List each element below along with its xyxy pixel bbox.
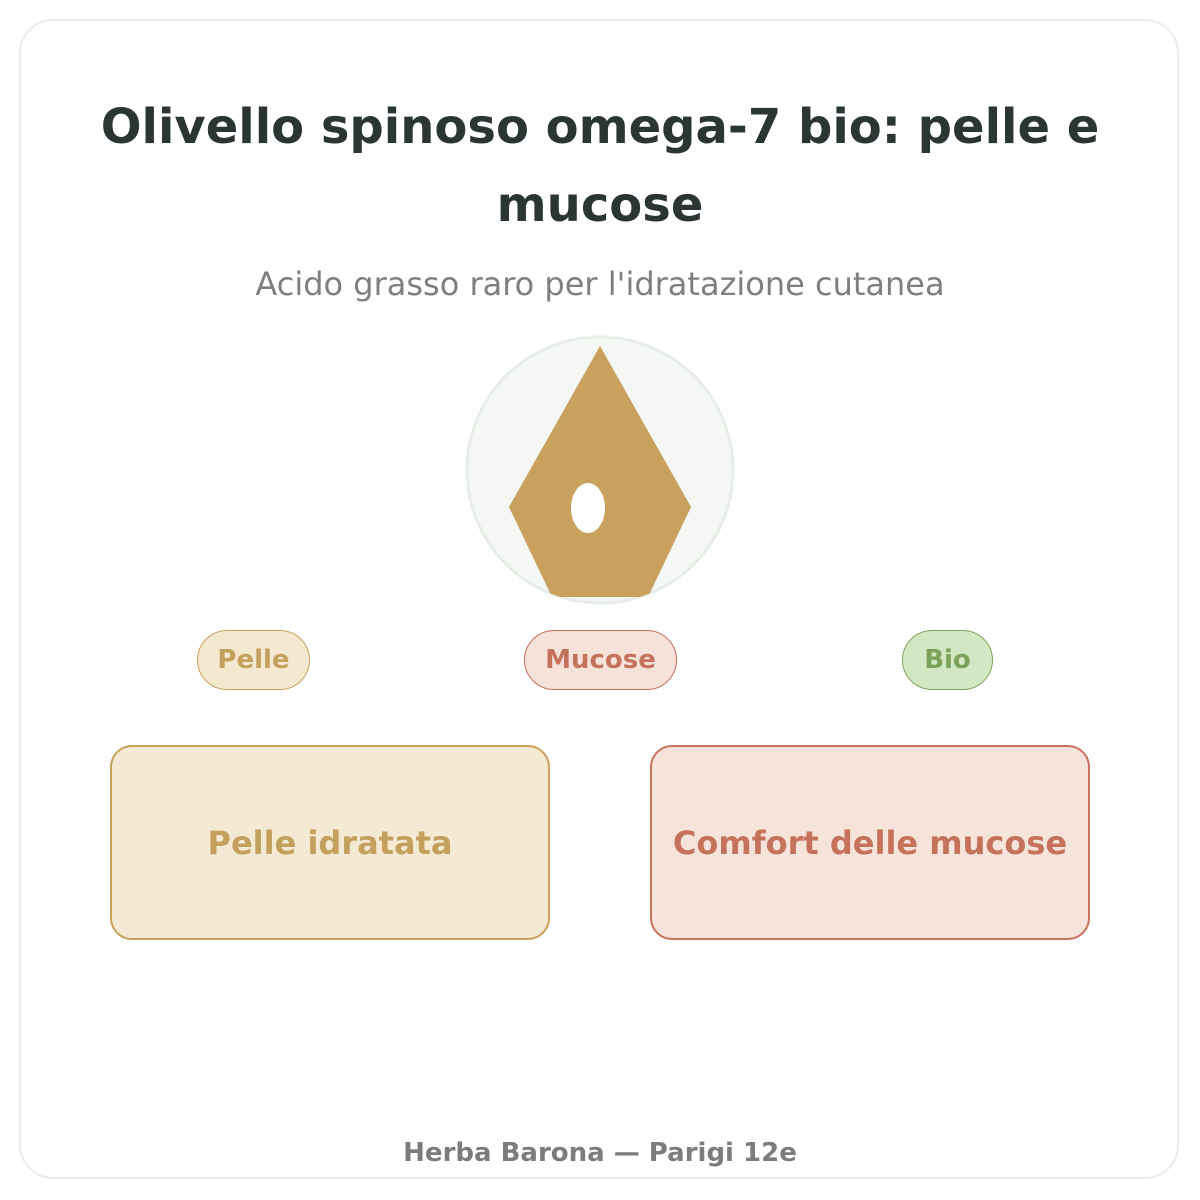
benefit-card-mucose: Comfort delle mucose xyxy=(650,745,1090,940)
benefit-label-pelle: Pelle idratata xyxy=(207,823,453,862)
page-title: Olivello spinoso omega-7 bio: pelle e mu… xyxy=(100,99,1100,233)
tag-pelle: Pelle xyxy=(197,630,310,690)
tag-bio: Bio xyxy=(902,630,993,690)
drop-shape xyxy=(509,346,691,597)
page-subtitle: Acido grasso raro per l'idratazione cuta… xyxy=(255,265,945,303)
footer-brand: Herba Barona — Parigi 12e xyxy=(403,1138,797,1168)
drop-highlight xyxy=(571,483,605,533)
benefit-card-pelle: Pelle idratata xyxy=(110,745,550,940)
sea-buckthorn-drop-icon xyxy=(465,335,735,605)
tag-mucose: Mucose xyxy=(524,630,677,690)
benefit-label-mucose: Comfort delle mucose xyxy=(672,823,1068,862)
